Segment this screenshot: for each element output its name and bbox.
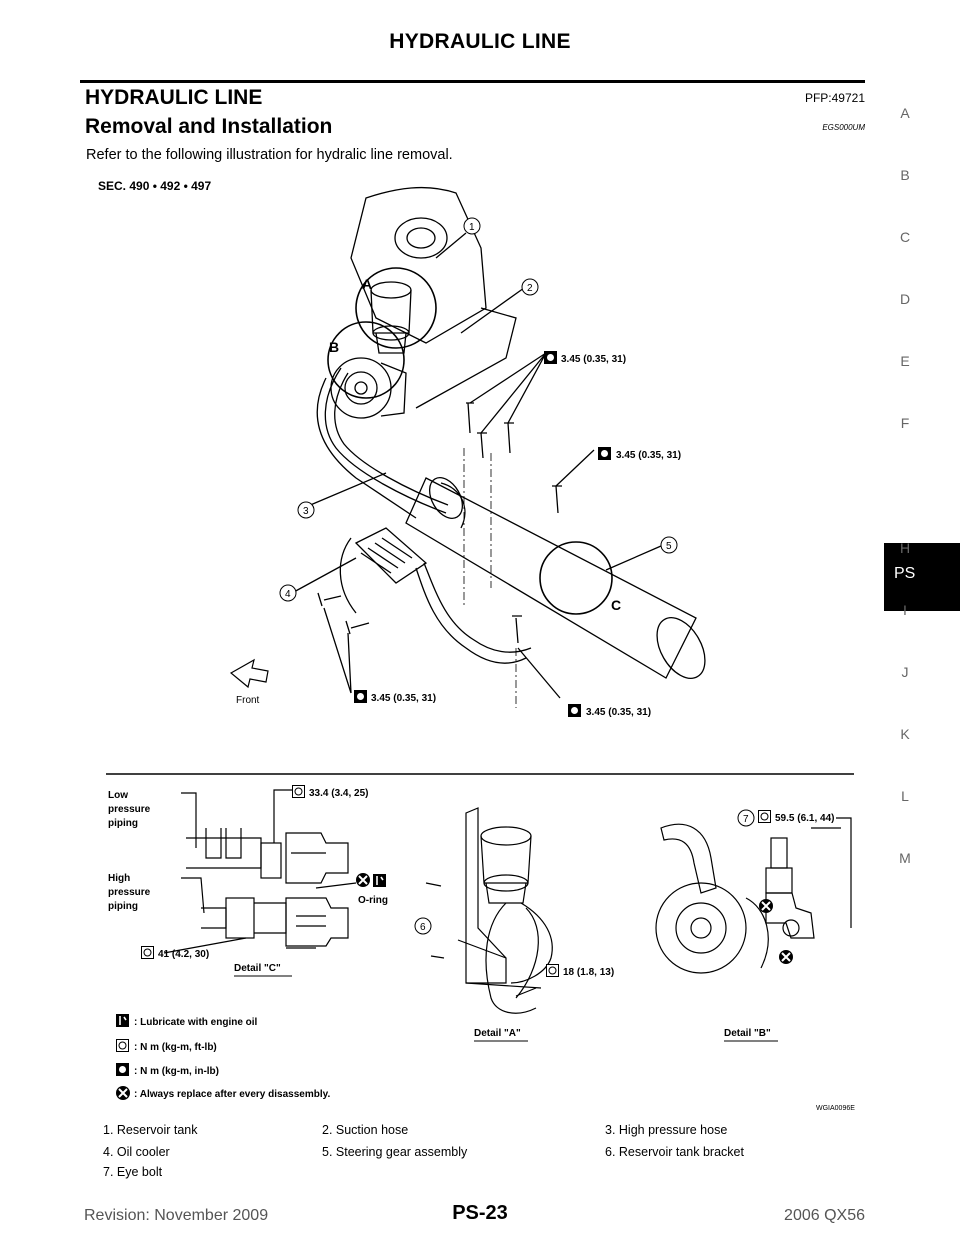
oil-icon	[115, 1013, 130, 1028]
legend-torque-ft-lb: : N m (kg-m, ft-lb)	[134, 1042, 217, 1053]
section-code: PFP:49721	[804, 91, 865, 105]
replace-icon	[355, 872, 371, 888]
main-assembly-drawing	[291, 186, 706, 708]
index-letter-l[interactable]: L	[901, 788, 909, 804]
detail-c-label: Detail "C"	[234, 963, 281, 974]
index-letter-f[interactable]: F	[900, 415, 910, 431]
low-pressure-line-1: Low	[108, 790, 128, 801]
figure-id: WGIA0096E	[816, 1105, 855, 1112]
page-header-title: HYDRAULIC LINE	[389, 30, 571, 53]
torque-label-7: 18 (1.8, 13)	[563, 967, 614, 978]
index-letter-c[interactable]: C	[899, 229, 911, 245]
index-letter-j[interactable]: J	[901, 664, 909, 680]
part-item-5: 5. Steering gear assembly	[322, 1145, 468, 1159]
torque-label-1: 3.45 (0.35, 31)	[561, 354, 626, 365]
torque-open-icon	[758, 810, 771, 823]
part-item-4: 4. Oil cooler	[103, 1145, 170, 1159]
callout-2: 2	[527, 283, 533, 294]
torque-label-3: 3.45 (0.35, 31)	[371, 693, 436, 704]
part-item-1: 1. Reservoir tank	[103, 1123, 198, 1137]
torque-icon	[544, 351, 557, 364]
header-rule	[80, 80, 865, 83]
front-arrow-icon	[229, 658, 269, 689]
callout-7: 7	[743, 814, 749, 825]
subsection-title: Removal and Installation	[85, 115, 333, 138]
detail-letter-b: B	[329, 339, 339, 355]
section-title: HYDRAULIC LINE	[85, 86, 263, 109]
index-letter-k[interactable]: K	[900, 726, 910, 742]
front-label: Front	[236, 695, 260, 706]
part-item-7: 7. Eye bolt	[103, 1165, 163, 1179]
intro-text: Refer to the following illustration for …	[86, 147, 453, 163]
callout-4: 4	[285, 589, 291, 600]
high-pressure-line-3: piping	[108, 901, 138, 912]
torque-open-icon	[141, 946, 154, 959]
main-callouts: 1 2 3 4 5	[279, 217, 678, 602]
torque-icon	[598, 447, 611, 460]
torque-open-icon	[116, 1039, 129, 1052]
torque-open-icon	[292, 785, 305, 798]
index-tab-label: PS	[894, 565, 916, 582]
torque-label-5: 33.4 (3.4, 25)	[309, 788, 368, 799]
torque-icon	[116, 1063, 129, 1076]
callout-1: 1	[469, 222, 475, 233]
detail-a-drawing	[425, 807, 553, 1014]
symbol-legend: : Lubricate with engine oil : N m (kg-m,…	[115, 1013, 330, 1101]
torque-open-icon	[546, 964, 559, 977]
part-item-3: 3. High pressure hose	[605, 1123, 728, 1137]
footer-revision: Revision: November 2009	[84, 1207, 269, 1224]
index-letter-b[interactable]: B	[900, 167, 910, 183]
torque-icon	[568, 704, 581, 717]
index-letter-m[interactable]: M	[899, 850, 911, 866]
detail-letter-c: C	[611, 597, 621, 613]
detail-letter-a: A	[362, 276, 372, 292]
legend-replace: : Always replace after every disassembly…	[134, 1089, 330, 1100]
legend-torque-in-lb: : N m (kg-m, in-lb)	[134, 1066, 219, 1077]
torque-icon	[354, 690, 367, 703]
torque-label-8: 59.5 (6.1, 44)	[775, 813, 834, 824]
torque-label-6: 41 (4.2, 30)	[158, 949, 209, 960]
low-pressure-line-2: pressure	[108, 804, 151, 815]
index-letter-i[interactable]: I	[903, 602, 907, 618]
high-pressure-line-1: High	[108, 873, 130, 884]
index-letter-e[interactable]: E	[900, 353, 910, 369]
callout-3: 3	[303, 506, 309, 517]
part-item-2: 2. Suction hose	[322, 1123, 409, 1137]
hydraulic-line-illustration: SEC. 490 • 492 • 497	[86, 168, 876, 1113]
oil-icon	[372, 873, 387, 888]
torque-label-2: 3.45 (0.35, 31)	[616, 450, 681, 461]
replace-icon	[115, 1085, 131, 1101]
low-pressure-line-3: piping	[108, 818, 138, 829]
oring-label: O-ring	[358, 895, 388, 906]
detail-c-drawing	[163, 789, 357, 954]
index-tab-active[interactable]: PS	[884, 543, 960, 611]
part-item-6: 6. Reservoir tank bracket	[605, 1145, 744, 1159]
sec-label: SEC. 490 • 492 • 497	[98, 179, 211, 193]
detail-a-label: Detail "A"	[474, 1028, 521, 1039]
footer-page-number: PS-23	[452, 1202, 508, 1224]
index-letter-h[interactable]: H	[899, 540, 911, 556]
index-letter-a[interactable]: A	[900, 105, 910, 121]
callout-6: 6	[420, 922, 426, 933]
subsection-code: EGS000UM	[822, 123, 865, 132]
replace-icon	[778, 949, 794, 965]
index-letter-d[interactable]: D	[899, 291, 911, 307]
callout-5: 5	[666, 541, 672, 552]
footer-model: 2006 QX56	[784, 1207, 865, 1224]
detail-b-label: Detail "B"	[724, 1028, 771, 1039]
detail-b-drawing	[655, 817, 852, 974]
legend-lubricate: : Lubricate with engine oil	[134, 1017, 258, 1028]
torque-label-4: 3.45 (0.35, 31)	[586, 707, 651, 718]
replace-icon	[758, 898, 774, 914]
high-pressure-line-2: pressure	[108, 887, 151, 898]
